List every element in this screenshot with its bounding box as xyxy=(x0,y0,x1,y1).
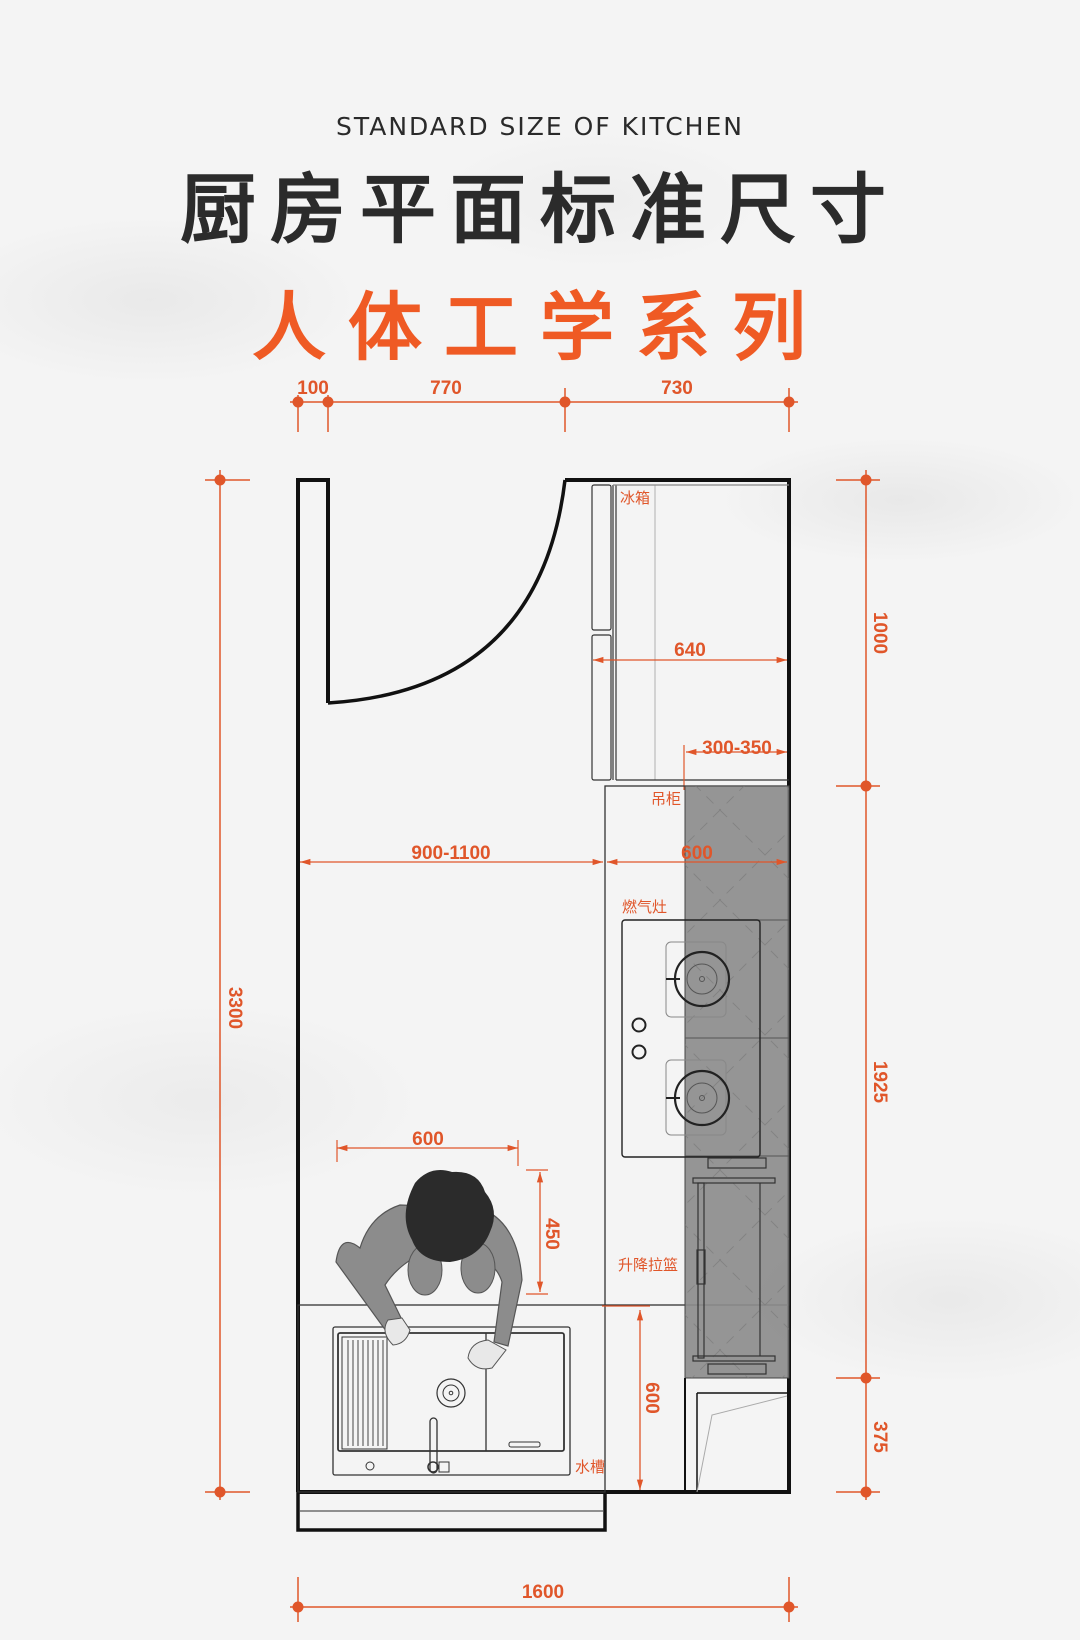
dim-counter-600: 600 xyxy=(681,843,713,864)
top-dimension-line xyxy=(290,388,798,432)
label-lift-basket: 升降拉篮 xyxy=(618,1256,678,1274)
left-dimension-line xyxy=(205,470,250,1500)
gas-stove xyxy=(621,919,761,1158)
top-dimension-dots xyxy=(292,396,795,408)
window-ledge xyxy=(296,1490,607,1532)
dim-top-730: 730 xyxy=(661,378,693,399)
bottom-dimension-line xyxy=(290,1577,798,1622)
corner-cabinet xyxy=(684,1378,789,1493)
dim-aisle-900-1100: 900-1100 xyxy=(411,843,490,864)
label-wall-cabinet: 吊柜 xyxy=(651,790,681,808)
door-swing-arc xyxy=(327,479,567,705)
dim-right-1000: 1000 xyxy=(869,612,890,654)
lift-basket xyxy=(692,1157,776,1375)
subtitle-english: STANDARD SIZE OF KITCHEN xyxy=(336,112,744,141)
dim-person-depth-450: 450 xyxy=(541,1218,562,1250)
dim-bottom-1600: 1600 xyxy=(522,1582,564,1603)
left-dim-dot-bottom xyxy=(214,1486,226,1498)
dim-right-1925: 1925 xyxy=(869,1061,890,1104)
sink xyxy=(332,1326,571,1476)
fridge xyxy=(591,484,789,781)
dim-fridge-640: 640 xyxy=(674,640,706,661)
label-gas-stove: 燃气灶 xyxy=(622,898,667,916)
dim-sink-clearance-600: 600 xyxy=(641,1382,662,1414)
label-fridge: 冰箱 xyxy=(620,489,650,507)
dim-top-770: 770 xyxy=(430,378,462,399)
dim-person-width-600: 600 xyxy=(412,1129,444,1150)
bottom-dim-dot-left xyxy=(292,1601,304,1613)
sink-counter-outline xyxy=(297,1304,606,1493)
label-sink: 水槽 xyxy=(575,1458,605,1476)
dim-right-375: 375 xyxy=(869,1421,890,1453)
right-dimension-dots xyxy=(860,474,872,1498)
person-top-view xyxy=(335,1170,523,1370)
bottom-dim-dot-right xyxy=(783,1601,795,1613)
dim-left-3300: 3300 xyxy=(224,987,245,1029)
wall-cabinet-overlay xyxy=(684,785,790,1379)
left-dim-dot-top xyxy=(214,474,226,486)
dim-wall-cabinet-300-350: 300-350 xyxy=(702,738,772,759)
page-title: 厨房平面标准尺寸 xyxy=(180,165,900,254)
right-dimension-line xyxy=(836,470,880,1500)
dim-top-100: 100 xyxy=(297,378,329,399)
series-title: 人体工学系列 xyxy=(252,285,828,371)
